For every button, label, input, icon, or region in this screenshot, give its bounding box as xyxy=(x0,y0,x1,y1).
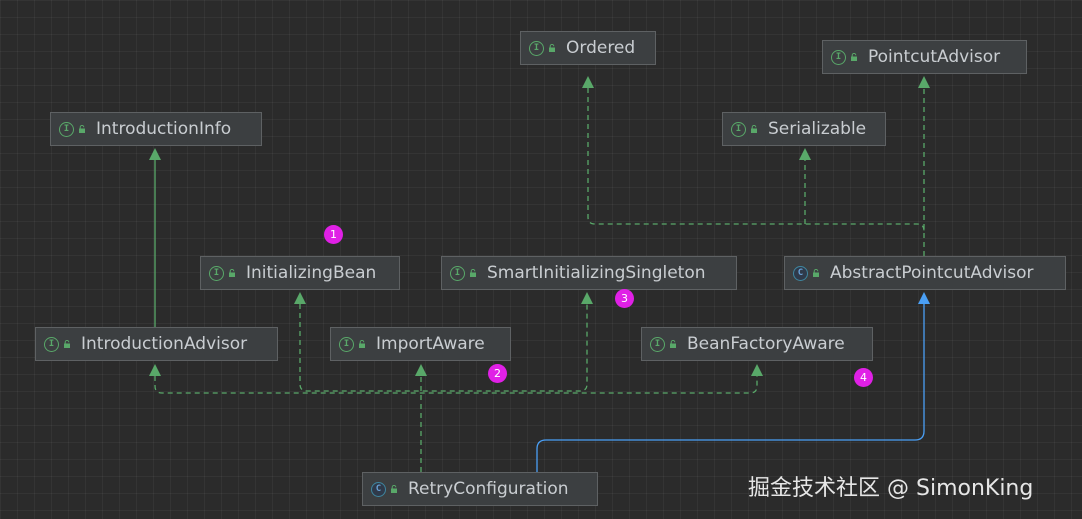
class-icon: C xyxy=(371,481,386,497)
implements-edge-bus-upper xyxy=(299,304,588,392)
node-abstract-pointcut-advisor[interactable]: C AbstractPointcutAdvisor xyxy=(784,256,1066,290)
lock-icon xyxy=(359,340,365,348)
lock-icon xyxy=(229,269,235,277)
node-serializable[interactable]: I Serializable xyxy=(722,112,886,146)
interface-icon: I xyxy=(44,336,59,352)
node-ordered[interactable]: I Ordered xyxy=(520,31,656,65)
node-label: InitializingBean xyxy=(246,263,377,283)
node-label: ImportAware xyxy=(376,334,485,354)
extends-arrowhead xyxy=(918,292,930,304)
lock-icon xyxy=(391,485,397,493)
implements-arrowhead-pointcutadvisor xyxy=(918,76,930,88)
annotation-badge-3: 3 xyxy=(615,289,634,308)
node-label: AbstractPointcutAdvisor xyxy=(830,263,1034,283)
node-pointcut-advisor[interactable]: I PointcutAdvisor xyxy=(822,40,1027,74)
node-label: BeanFactoryAware xyxy=(687,334,845,354)
node-smart-initializing-singleton[interactable]: I SmartInitializingSingleton xyxy=(441,256,737,290)
implements-arrowhead-ordered xyxy=(582,76,594,88)
watermark: 掘金技术社区 @ SimonKing xyxy=(748,476,1034,501)
node-label: IntroductionAdvisor xyxy=(81,334,248,354)
node-label: SmartInitializingSingleton xyxy=(487,263,706,283)
implements-arrowhead-initializingbean xyxy=(294,292,306,304)
annotation-badge-4: 4 xyxy=(854,368,873,387)
node-label: Ordered xyxy=(566,38,636,58)
implements-arrowhead-beanfactoryaware xyxy=(751,364,763,376)
lock-icon xyxy=(851,53,857,61)
node-label: PointcutAdvisor xyxy=(868,47,1001,67)
lock-icon xyxy=(79,125,85,133)
annotation-badge-2: 2 xyxy=(488,364,507,383)
extends-edge-retryconfiguration-abstractpointcutadvisor xyxy=(536,302,925,472)
extends-arrowhead-introductioninfo xyxy=(149,148,161,160)
implements-arrowhead-smartinitializingsingleton xyxy=(581,292,593,304)
node-retry-configuration[interactable]: C RetryConfiguration xyxy=(362,472,598,506)
node-introduction-info[interactable]: I IntroductionInfo xyxy=(50,112,262,146)
interface-icon: I xyxy=(59,121,74,137)
implements-arrowhead-introductionadvisor xyxy=(149,364,161,376)
lock-icon xyxy=(751,125,757,133)
node-import-aware[interactable]: I ImportAware xyxy=(330,327,511,361)
class-icon: C xyxy=(793,265,808,281)
node-label: RetryConfiguration xyxy=(408,479,569,499)
node-initializing-bean[interactable]: I InitializingBean xyxy=(200,256,400,290)
lock-icon xyxy=(64,340,70,348)
annotation-badge-1: 1 xyxy=(324,225,343,244)
node-label: Serializable xyxy=(768,119,867,139)
interface-icon: I xyxy=(529,40,544,56)
node-introduction-advisor[interactable]: I IntroductionAdvisor xyxy=(35,327,278,361)
interface-icon: I xyxy=(209,265,224,281)
interface-icon: I xyxy=(831,49,846,65)
interface-icon: I xyxy=(731,121,746,137)
implements-arrowhead-importaware xyxy=(415,364,427,376)
interface-icon: I xyxy=(650,336,665,352)
implements-edge-bus-lower xyxy=(154,376,758,394)
lock-icon xyxy=(470,269,476,277)
node-label: IntroductionInfo xyxy=(96,119,232,139)
implements-arrowhead-serializable xyxy=(799,148,811,160)
interface-icon: I xyxy=(339,336,354,352)
node-bean-factory-aware[interactable]: I BeanFactoryAware xyxy=(641,327,873,361)
lock-icon xyxy=(670,340,676,348)
lock-icon xyxy=(549,44,555,52)
implements-edge-abstractpointcutadvisor-ordered-serializable xyxy=(587,88,925,232)
lock-icon xyxy=(813,269,819,277)
interface-icon: I xyxy=(450,265,465,281)
